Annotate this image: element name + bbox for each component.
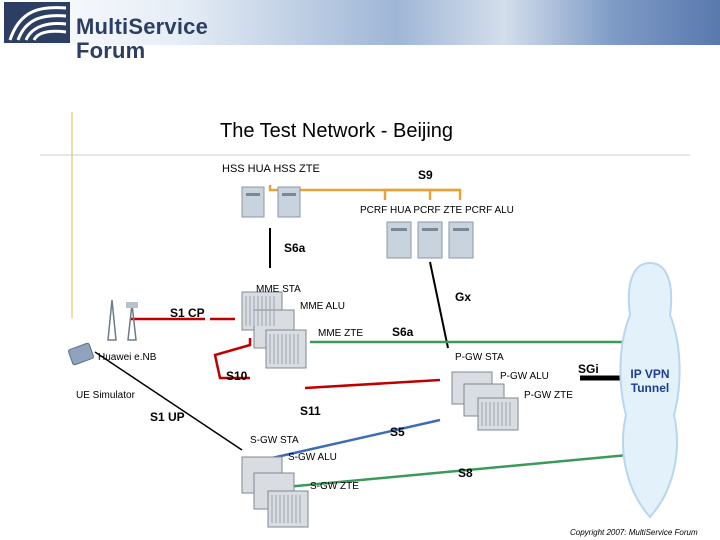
- s10-label: S10: [226, 369, 248, 383]
- enb-label: Huawei e.NB: [98, 352, 157, 363]
- s10-link: [213, 338, 252, 380]
- pgw-sta-label: P-GW STA: [455, 352, 504, 363]
- pgw-chassis-icon: [451, 371, 519, 431]
- gx-link: [429, 261, 449, 349]
- s6a-pgw-label: S6a: [392, 325, 414, 339]
- sgw-chassis-icon: [241, 456, 309, 528]
- cloud-line2: Tunnel: [630, 381, 670, 395]
- logo-line2: Forum: [76, 38, 146, 63]
- header-banner: [0, 0, 720, 45]
- mme-chassis-icon: [241, 291, 307, 369]
- sgw-zte-label: S-GW ZTE: [310, 481, 359, 492]
- pgw-alu-label: P-GW ALU: [500, 371, 549, 382]
- pcrf-servers-icon: [386, 221, 474, 259]
- cloud-line1: IP VPN: [630, 367, 670, 381]
- ue-device-icon: [67, 342, 95, 366]
- s1up-link: [94, 351, 243, 451]
- s9-label: S9: [418, 168, 433, 182]
- s8-link: [274, 450, 661, 490]
- copyright-text: Copyright 2007: MultiService Forum: [570, 528, 698, 537]
- cloud-label: IP VPN Tunnel: [620, 367, 680, 395]
- pcrf-label: PCRF HUA PCRF ZTE PCRF ALU: [360, 205, 514, 216]
- sgw-sta-label: S-GW STA: [250, 435, 299, 446]
- gx-label: Gx: [455, 290, 472, 304]
- s9-bracket-left: [383, 188, 462, 200]
- hss-label: HSS HUA HSS ZTE: [222, 163, 320, 175]
- s1cp-label: S1 CP: [170, 306, 205, 320]
- s5-label: S5: [390, 425, 405, 439]
- s9-link: [268, 185, 460, 192]
- pgw-zte-label: P-GW ZTE: [524, 390, 573, 401]
- s6a-hss-label: S6a: [284, 241, 306, 255]
- sgi-label: SGi: [578, 362, 599, 376]
- s5-link: [271, 418, 441, 460]
- msf-logo-icon: [4, 2, 70, 43]
- page-title: The Test Network - Beijing: [220, 120, 454, 142]
- s8-label: S8: [458, 466, 473, 480]
- s1up-label: S1 UP: [150, 410, 185, 424]
- enb-tower-icon: [107, 299, 138, 341]
- mme-zte-label: MME ZTE: [318, 328, 363, 339]
- ip-vpn-cloud-icon: [619, 261, 681, 519]
- mme-sta-label: MME STA: [256, 284, 301, 295]
- logo-line1: MultiService: [76, 14, 209, 39]
- s11-label: S11: [300, 404, 321, 418]
- s11-link: [304, 378, 441, 390]
- hss-servers-icon: [241, 186, 301, 218]
- sgw-alu-label: S-GW ALU: [288, 452, 337, 463]
- ue-label: UE Simulator: [76, 390, 135, 401]
- mme-alu-label: MME ALU: [300, 301, 346, 312]
